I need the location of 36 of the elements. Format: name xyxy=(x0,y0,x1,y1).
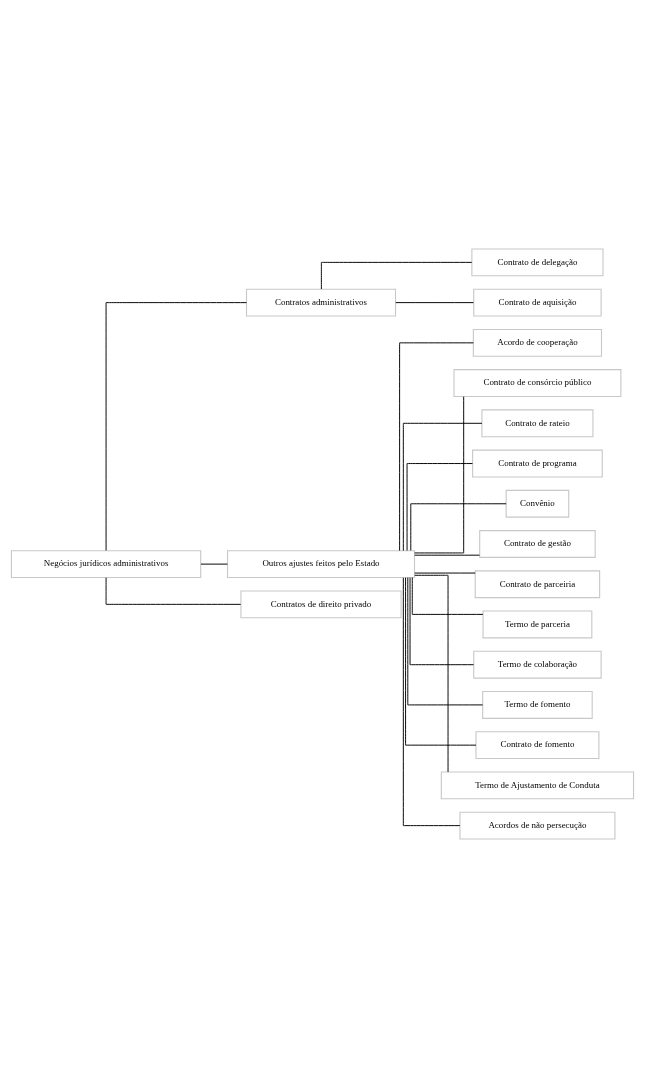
connector xyxy=(414,396,465,554)
node-box: Termo de colaboração xyxy=(473,650,602,679)
node-box: Contrato de aquisição xyxy=(473,288,602,317)
node-box: Acordo de cooperação xyxy=(472,328,603,357)
connector xyxy=(414,572,476,574)
node-box: Contrato de gestão xyxy=(479,530,596,558)
connector xyxy=(399,342,474,552)
connector xyxy=(407,577,484,706)
connector xyxy=(105,302,247,551)
connector xyxy=(320,261,473,290)
connector xyxy=(406,463,473,552)
connector xyxy=(402,577,461,827)
node-box: Convênio xyxy=(505,489,570,518)
node-box: Contrato de parceiria xyxy=(474,570,601,599)
node-box: Termo de fomento xyxy=(482,690,593,719)
node-box: Contrato de programa xyxy=(472,449,603,478)
connector xyxy=(405,577,477,746)
connector xyxy=(105,577,242,605)
connector xyxy=(409,577,475,666)
node-box: Termo de parceria xyxy=(482,610,593,639)
node-box: Acordos de não persecução xyxy=(459,811,616,840)
connector xyxy=(410,503,507,551)
node-box: Contrato de delegação xyxy=(471,248,604,277)
node-box: Outros ajustes feitos pelo Estado xyxy=(226,550,416,579)
connector xyxy=(395,302,474,304)
connector xyxy=(414,554,480,556)
connector xyxy=(414,574,449,773)
node-box: Contrato de fomento xyxy=(475,731,600,760)
node-box: Contratos administrativos xyxy=(245,288,397,317)
node-box: Contrato de rateio xyxy=(481,409,594,438)
node-box: Negócios jurídicos administrativos xyxy=(10,550,202,579)
node-box: Termo de Ajustamento de Conduta xyxy=(440,771,635,800)
node-box: Contratos de direito privado xyxy=(240,590,402,619)
node-box: Contrato de consórcio público xyxy=(453,369,622,398)
connector xyxy=(402,422,483,552)
connector xyxy=(411,577,484,615)
